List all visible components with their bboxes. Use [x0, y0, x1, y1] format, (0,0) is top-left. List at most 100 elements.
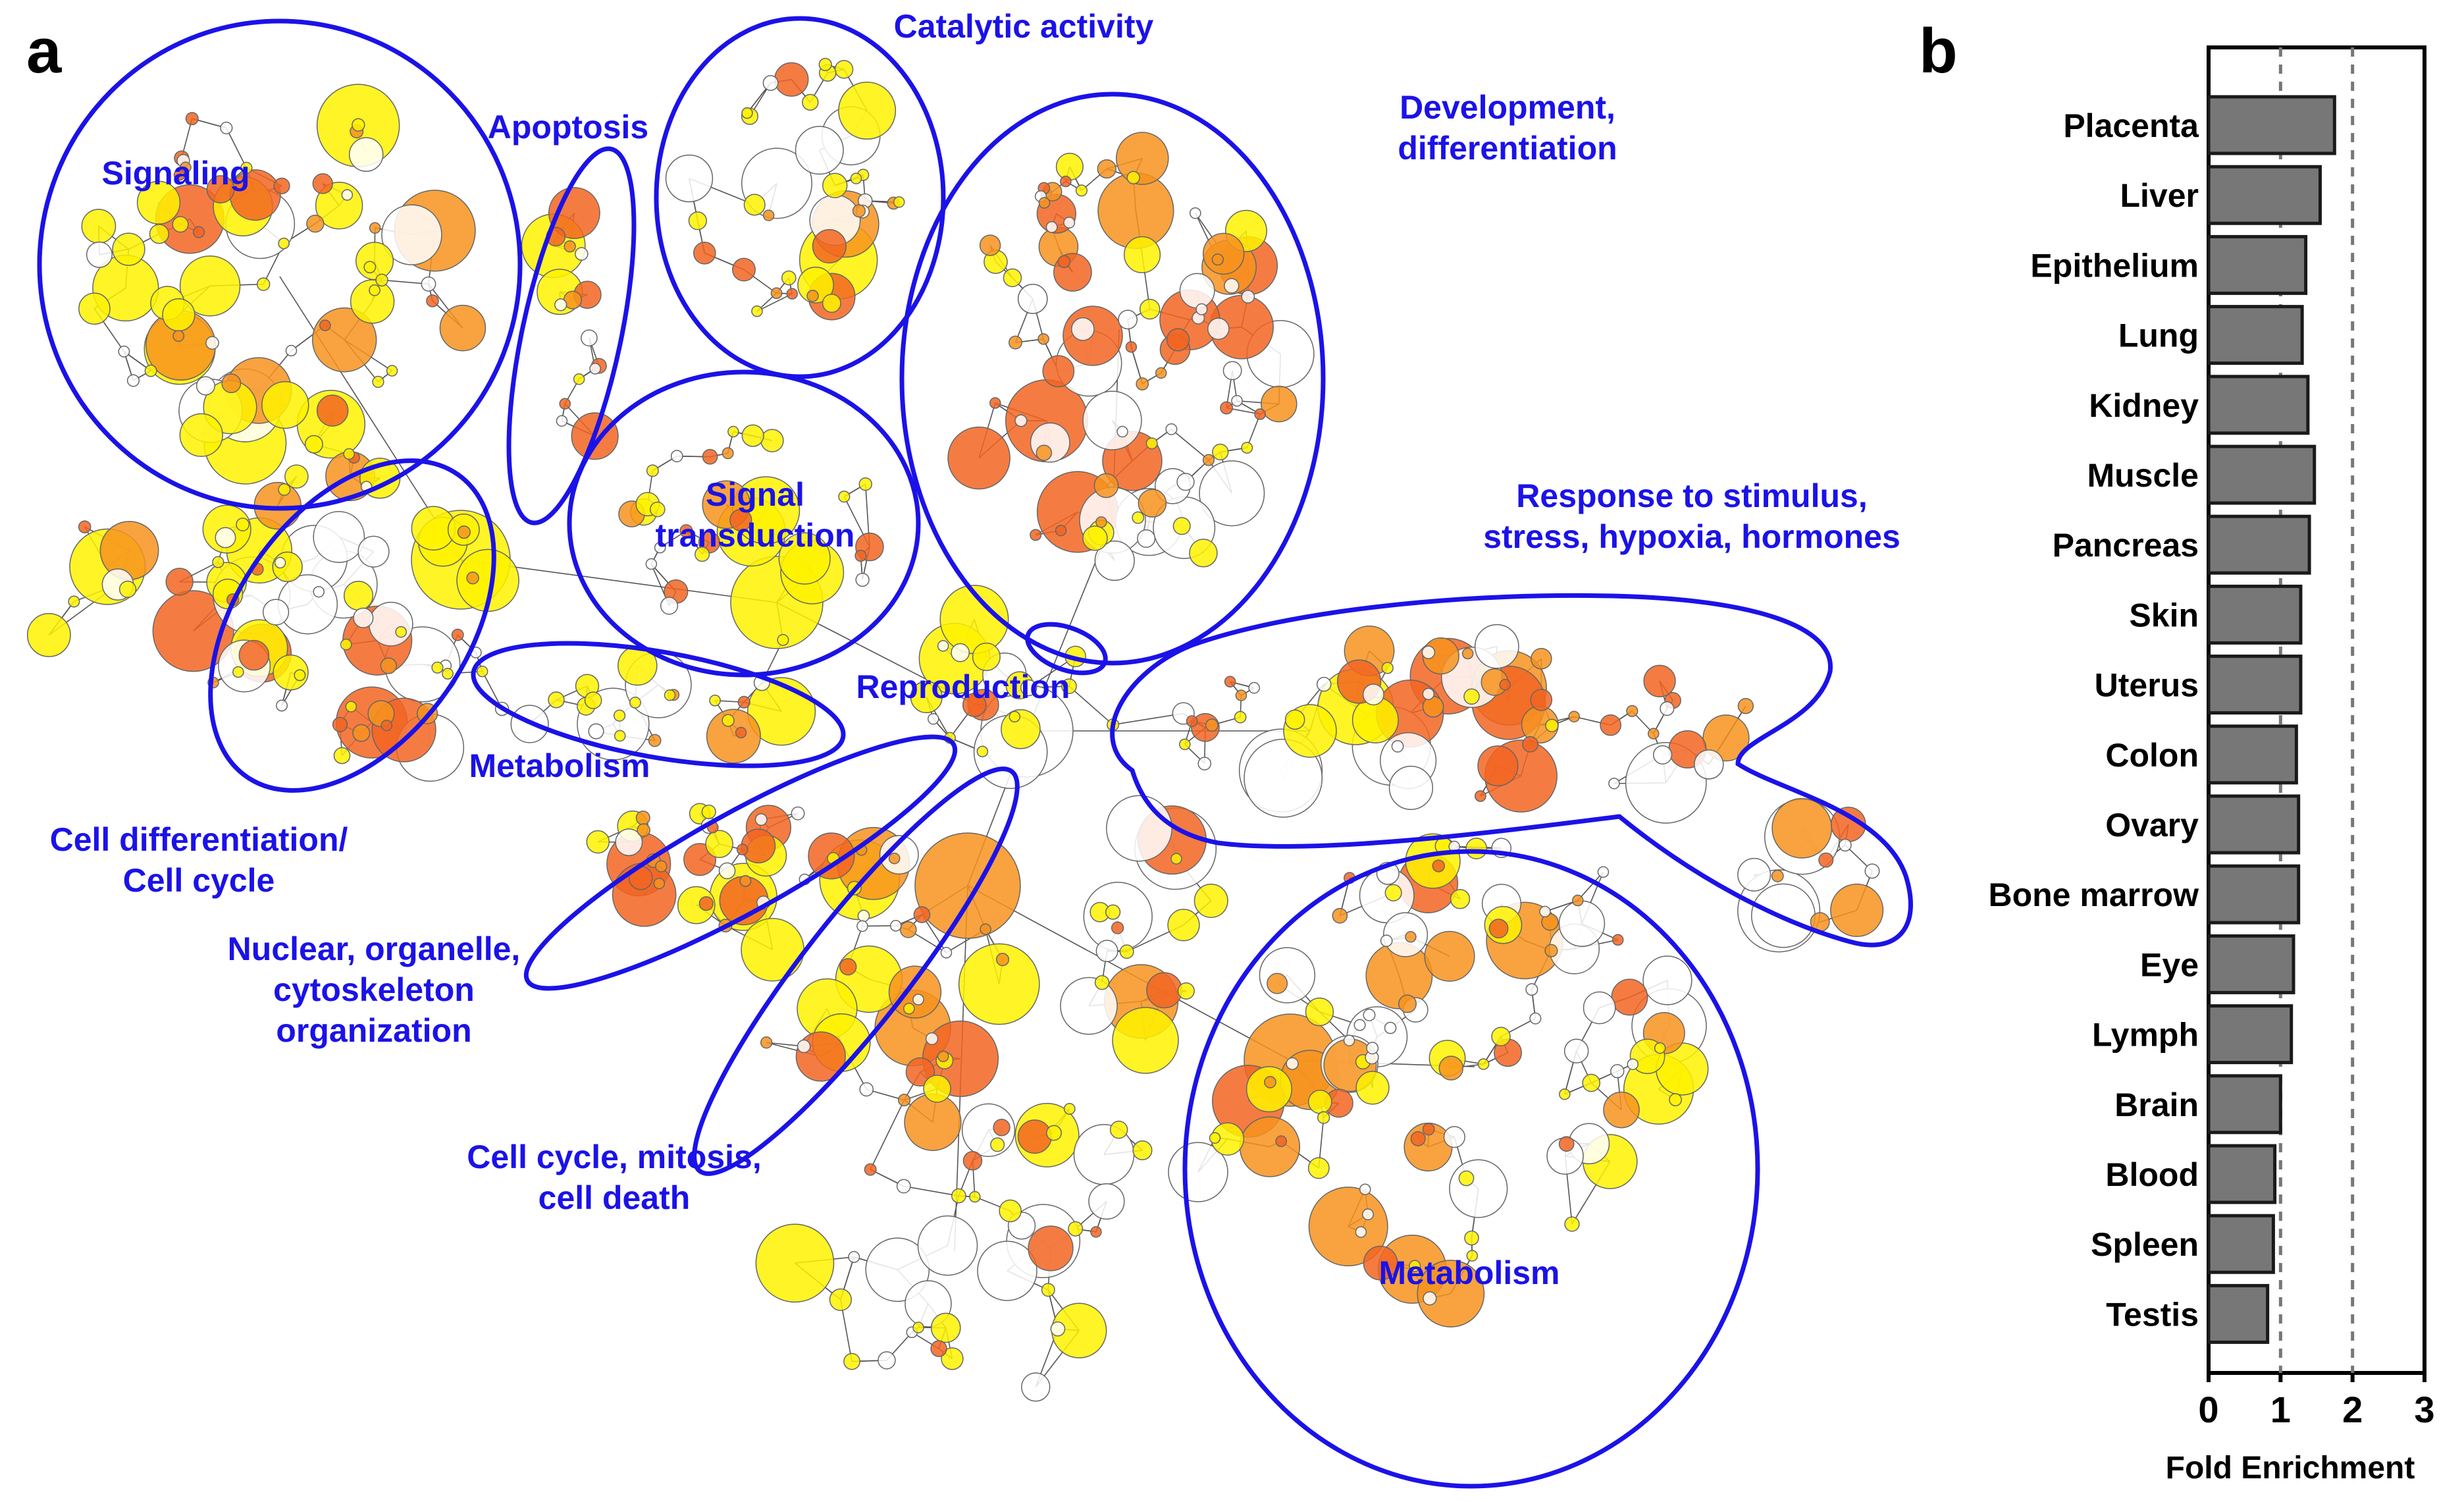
network-node: [1017, 284, 1048, 314]
network-node: [1422, 687, 1435, 701]
network-node: [878, 1351, 896, 1370]
network-node: [1398, 994, 1417, 1013]
network-node: [1332, 907, 1348, 924]
network-node: [1571, 894, 1584, 907]
cluster-label-line: transduction: [656, 517, 855, 554]
network-node: [1088, 1183, 1125, 1220]
network-node: [584, 691, 602, 709]
network-node: [294, 669, 306, 682]
panel-a-letter: a: [26, 16, 62, 86]
network-node: [1267, 973, 1288, 994]
network-node: [340, 638, 352, 651]
network-node: [852, 204, 866, 218]
bar-bone-marrow: [2207, 864, 2301, 925]
network-node: [1254, 408, 1267, 420]
network-node: [1654, 1042, 1666, 1054]
network-node: [1405, 931, 1417, 943]
network-node: [172, 216, 189, 233]
outline-cell-cycle-mitosis: [692, 766, 1020, 1176]
network-node: [313, 585, 325, 598]
network-node: [1199, 460, 1265, 527]
category-label: Uterus: [2095, 667, 2199, 704]
network-node: [947, 426, 1010, 490]
network-node: [777, 633, 789, 646]
network-node: [556, 415, 568, 427]
network-node: [903, 1002, 915, 1015]
cluster-label-line: Cell cycle: [123, 862, 275, 899]
cluster-label-line: differentiation: [1398, 130, 1617, 167]
network-node: [78, 520, 92, 533]
network-node: [126, 374, 140, 387]
network-node: [1082, 525, 1108, 551]
network-node: [1095, 516, 1107, 528]
network-node: [1055, 524, 1067, 537]
network-node: [1045, 221, 1058, 233]
network-node: [843, 1353, 860, 1370]
network-node: [1224, 278, 1240, 294]
network-node: [1612, 934, 1624, 946]
network-node: [923, 1075, 951, 1103]
network-node: [1477, 1058, 1490, 1070]
network-node: [1648, 728, 1660, 739]
network-node: [732, 257, 756, 282]
network-node: [937, 1050, 949, 1062]
network-node: [149, 224, 170, 244]
network-node: [1193, 883, 1228, 919]
network-node: [1830, 883, 1884, 937]
cluster-label-reproduction: Reproduction: [856, 668, 1070, 705]
network-node: [1116, 132, 1169, 185]
cluster-label-line: Development,: [1400, 89, 1615, 126]
network-node: [1241, 441, 1253, 454]
cluster-label-line: cytoskeleton: [273, 971, 475, 1008]
bar-layer: PlacentaLiverEpitheliumLungKidneyMuscleP…: [1988, 45, 2435, 1486]
network-node: [1522, 736, 1539, 753]
network-node: [741, 424, 764, 447]
network-node: [1105, 904, 1121, 920]
network-node: [1458, 1170, 1475, 1187]
network-node: [1737, 698, 1754, 714]
network-node: [1189, 207, 1201, 219]
network-node: [995, 953, 1010, 967]
network-node: [206, 175, 235, 203]
network-node: [670, 450, 683, 463]
network-node: [1464, 1230, 1479, 1246]
network-node: [889, 920, 902, 932]
network-node: [196, 376, 215, 396]
network-node: [737, 695, 750, 709]
network-node: [962, 693, 987, 717]
network-node: [1652, 745, 1673, 764]
network-node: [1166, 328, 1190, 352]
network-node: [838, 82, 897, 140]
network-node: [238, 639, 270, 671]
network-node: [1559, 1088, 1571, 1100]
network-node: [1381, 662, 1394, 674]
network-node: [1284, 709, 1305, 730]
network-node: [1499, 679, 1511, 691]
cluster-label-line: Metabolism: [1378, 1254, 1560, 1291]
network-node: [581, 329, 598, 347]
category-label: Muscle: [2087, 457, 2199, 494]
network-node: [1123, 236, 1161, 273]
network-node: [1021, 1372, 1051, 1402]
network-node: [754, 813, 768, 826]
network-edge: [1577, 871, 1604, 901]
bar-placenta: [2207, 95, 2336, 155]
network-node: [614, 730, 626, 742]
network-node: [791, 806, 805, 820]
network-node: [739, 874, 752, 887]
network-node: [451, 628, 464, 641]
network-node: [1234, 711, 1247, 724]
network-node: [727, 425, 739, 438]
network-node: [261, 381, 309, 429]
outline-development: [899, 92, 1326, 666]
network-node: [797, 1039, 811, 1054]
network-node: [848, 1250, 860, 1263]
network-node: [1248, 682, 1260, 694]
network-node: [913, 906, 931, 923]
network-node: [1264, 1076, 1276, 1088]
category-label: Eye: [2140, 946, 2199, 983]
network-node: [380, 719, 393, 732]
category-label: Epithelium: [2030, 247, 2199, 284]
